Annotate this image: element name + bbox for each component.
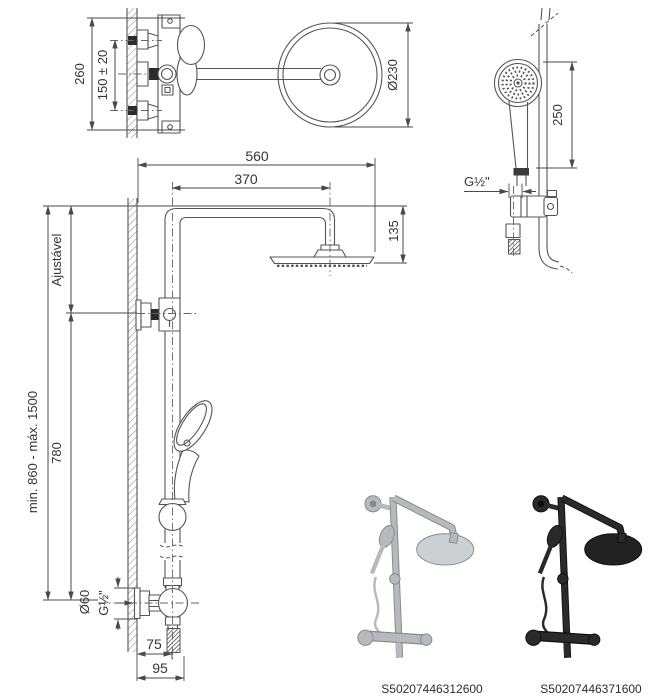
handshower-detail-view: 250 G½" [464, 7, 577, 274]
hose-outlet [166, 628, 181, 653]
product-images: S50207446312600 S50207446371600 [357, 495, 642, 696]
hose-connector [505, 223, 521, 239]
handshower-head [173, 400, 213, 452]
handshower-grip [508, 100, 529, 169]
dim-outlet-depth-label: 95 [152, 660, 168, 676]
dim-inlet-spacing-label: 150 ± 20 [95, 50, 110, 101]
dim-head-drop-label: 135 [386, 220, 401, 242]
product-photo-chrome [357, 495, 474, 658]
adjustable-label: Ajustável [49, 234, 64, 287]
wall-hatch [128, 198, 137, 652]
rail-holder [509, 195, 548, 218]
valve-handle-plan [176, 24, 206, 66]
dim-valve-depth-label: 75 [146, 636, 162, 652]
shower-arm-plan [177, 67, 321, 81]
handshower-nut [513, 168, 529, 176]
product-photo-black [525, 495, 642, 658]
dim-escutcheon-label: Ø60 [77, 590, 92, 615]
handshower-thread-label: G½" [464, 174, 490, 189]
riser-and-arm-outer [164, 207, 336, 588]
dim-handshower-length-label: 250 [550, 104, 565, 126]
dim-rail-label: 780 [49, 442, 64, 464]
riser-and-arm-inner [179, 216, 327, 588]
product-code-chrome: S50207446312600 [381, 682, 483, 696]
product-code-black: S50207446371600 [540, 682, 642, 696]
dim-plate-width-label: 260 [72, 63, 87, 85]
overhead-shower-side [269, 256, 375, 265]
plan-view-valve: 260 150 ± 20 [72, 8, 321, 138]
dim-head-diameter-label: Ø230 [385, 59, 400, 91]
wall-hatch [127, 8, 137, 138]
front-elevation-view: 560 370 135 min. 860 - máx. 1500 Ajustáv… [25, 148, 407, 681]
screw-icon [167, 124, 173, 130]
handshower-grip [173, 449, 200, 503]
overhead-shower-disc [277, 22, 383, 128]
valve-thread-label: G½" [96, 590, 111, 616]
screw-icon [167, 18, 173, 24]
plan-view-overhead-shower: Ø230 [277, 22, 413, 128]
dim-height-range-label: min. 860 - máx. 1500 [25, 391, 40, 513]
wall-bracket [158, 297, 181, 332]
dim-arm-center-label: 370 [234, 171, 258, 187]
dim-arm-total-label: 560 [245, 148, 269, 164]
